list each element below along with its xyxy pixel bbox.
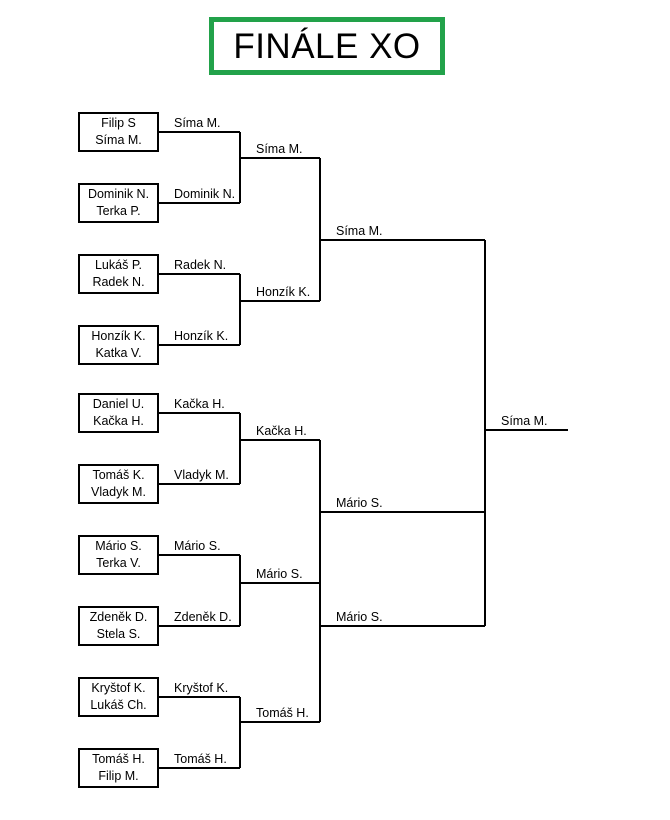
- round1-connector-stubs: [158, 131, 240, 769]
- seed-box[interactable]: [78, 183, 159, 223]
- round2-winner-label: Kačka H.: [174, 397, 225, 411]
- round4-connectors: Síma M. Mário S.: [320, 224, 485, 513]
- seed-player-bottom: Terka P.: [96, 204, 140, 218]
- round2-winner-label: Zdeněk D.: [174, 610, 232, 624]
- seed-player-top: Tomáš H.: [92, 752, 145, 766]
- round2-winner-label: Tomáš H.: [174, 752, 227, 766]
- seed-player-top: Zdeněk D.: [90, 610, 148, 624]
- seed-player-top: Honzík K.: [91, 329, 145, 343]
- seed-box[interactable]: [78, 254, 159, 294]
- round4-winner-label: Síma M.: [336, 224, 383, 238]
- round3-winner-label: Síma M.: [256, 142, 303, 156]
- title-banner: FINÁLE XO: [209, 17, 445, 75]
- seed-player-bottom: Katka V.: [95, 346, 141, 360]
- seed-player-bottom: Vladyk M.: [91, 485, 146, 499]
- round2-winner-label: Mário S.: [174, 539, 221, 553]
- seed-player-top: Daniel U.: [93, 397, 144, 411]
- round1-seed-boxes: Filip S Síma M. Dominik N. Terka P. Lukáš P.…: [78, 112, 159, 788]
- seed-player-bottom: Lukáš Ch.: [90, 698, 146, 712]
- seed-box[interactable]: [78, 748, 159, 788]
- round2-winner-label: Radek N.: [174, 258, 226, 272]
- page-title: FINÁLE XO: [233, 26, 421, 66]
- round5-winner-label: Mário S.: [336, 610, 383, 624]
- round3-winner-label: Honzík K.: [256, 285, 310, 299]
- seed-player-bottom: Stela S.: [97, 627, 141, 641]
- seed-player-bottom: Terka V.: [96, 556, 141, 570]
- round2-connectors: Síma M. Dominik N. Radek N. Honzík K. Kačka …: [174, 116, 241, 768]
- seed-player-top: Kryštof K.: [91, 681, 145, 695]
- round3-connectors: Síma M. Honzík K. Kačka H. Mário S. Tomáš H.: [240, 142, 321, 723]
- seed-box[interactable]: [78, 393, 159, 433]
- round3-winner-label: Kačka H.: [256, 424, 307, 438]
- seed-player-top: Tomáš K.: [92, 468, 144, 482]
- seed-player-bottom: Síma M.: [95, 133, 142, 147]
- round5-connectors: Mário S.: [240, 512, 485, 723]
- round2-winner-label: Kryštof K.: [174, 681, 228, 695]
- seed-box[interactable]: [78, 677, 159, 717]
- round3-winner-label: Tomáš H.: [256, 706, 309, 720]
- seed-box[interactable]: [78, 112, 159, 152]
- seed-box[interactable]: [78, 325, 159, 365]
- round3-winner-label: Mário S.: [256, 567, 303, 581]
- round2-winner-label: Vladyk M.: [174, 468, 229, 482]
- seed-player-bottom: Radek N.: [92, 275, 144, 289]
- seed-player-bottom: Filip M.: [98, 769, 138, 783]
- round2-winner-label: Síma M.: [174, 116, 221, 130]
- seed-player-top: Dominik N.: [88, 187, 149, 201]
- seed-box[interactable]: [78, 535, 159, 575]
- seed-box[interactable]: [78, 606, 159, 646]
- champion-label: Síma M.: [501, 414, 548, 428]
- round2-winner-label: Honzík K.: [174, 329, 228, 343]
- seed-player-top: Lukáš P.: [95, 258, 142, 272]
- seed-player-top: Filip S: [101, 116, 136, 130]
- seed-player-bottom: Kačka H.: [93, 414, 144, 428]
- round2-winner-label: Dominik N.: [174, 187, 235, 201]
- seed-player-top: Mário S.: [95, 539, 142, 553]
- round4-winner-label: Mário S.: [336, 496, 383, 510]
- champion-connector: Síma M.: [484, 240, 568, 626]
